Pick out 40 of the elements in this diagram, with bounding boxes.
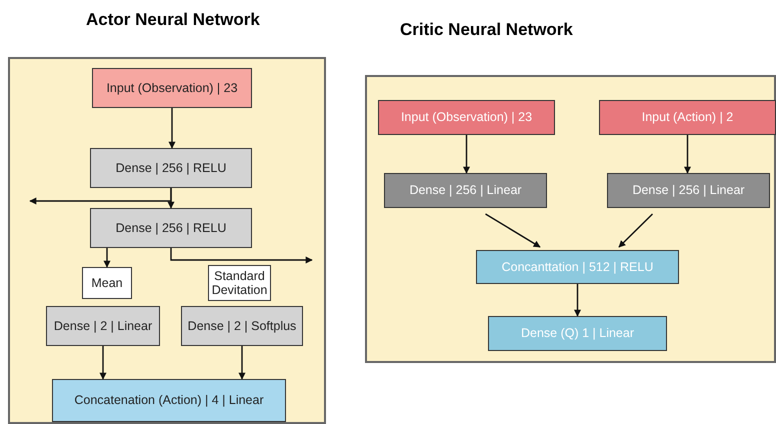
layer-box [378, 100, 555, 135]
layer-label: Dense | 256 | RELU [116, 220, 226, 236]
layer-box [46, 306, 160, 346]
arrow [100, 346, 106, 380]
layer-label: Concanttation | 512 | RELU [502, 260, 654, 274]
layer-label: Input (Observation) | 23 [106, 80, 238, 96]
layer-label: Dense (Q) 1 | Linear [520, 326, 634, 341]
layer-label: Concatenation (Action) | 4 | Linear [74, 393, 264, 408]
layer-label: Dense | 256 | RELU [116, 160, 226, 176]
panel-heading: Actor Neural Network [86, 10, 260, 30]
arrow [574, 284, 581, 317]
layer-box [599, 100, 776, 135]
layer-label: Dense | 256 | Linear [632, 183, 745, 198]
arrow [168, 108, 176, 149]
arrow [104, 248, 110, 268]
layer-box [92, 68, 252, 108]
arrow [684, 135, 691, 174]
arrow [238, 346, 246, 380]
panel-heading: Critic Neural Network [400, 20, 573, 40]
arrow [485, 213, 541, 248]
arrow [618, 214, 653, 248]
layer-box [181, 306, 303, 346]
layer-box [52, 379, 286, 422]
layer-box [488, 316, 667, 351]
layer-label: Input (Action) | 2 [642, 110, 734, 125]
layer-box [607, 173, 770, 208]
layer-label: Dense | 2 | Linear [54, 318, 152, 334]
layer-box [90, 148, 252, 188]
layer-box [90, 208, 252, 248]
arrow [29, 188, 172, 204]
arrow [170, 248, 313, 264]
output-label: Mean [91, 276, 123, 290]
output-label: Standard Devitation [210, 268, 268, 298]
layer-label: Dense | 256 | Linear [409, 183, 522, 198]
arrow [463, 135, 470, 174]
layer-box [476, 250, 679, 284]
layer-label: Input (Observation) | 23 [400, 110, 532, 125]
note-box [82, 267, 132, 299]
layer-label: Dense | 2 | Softplus [188, 318, 296, 334]
layer-box [384, 173, 547, 208]
